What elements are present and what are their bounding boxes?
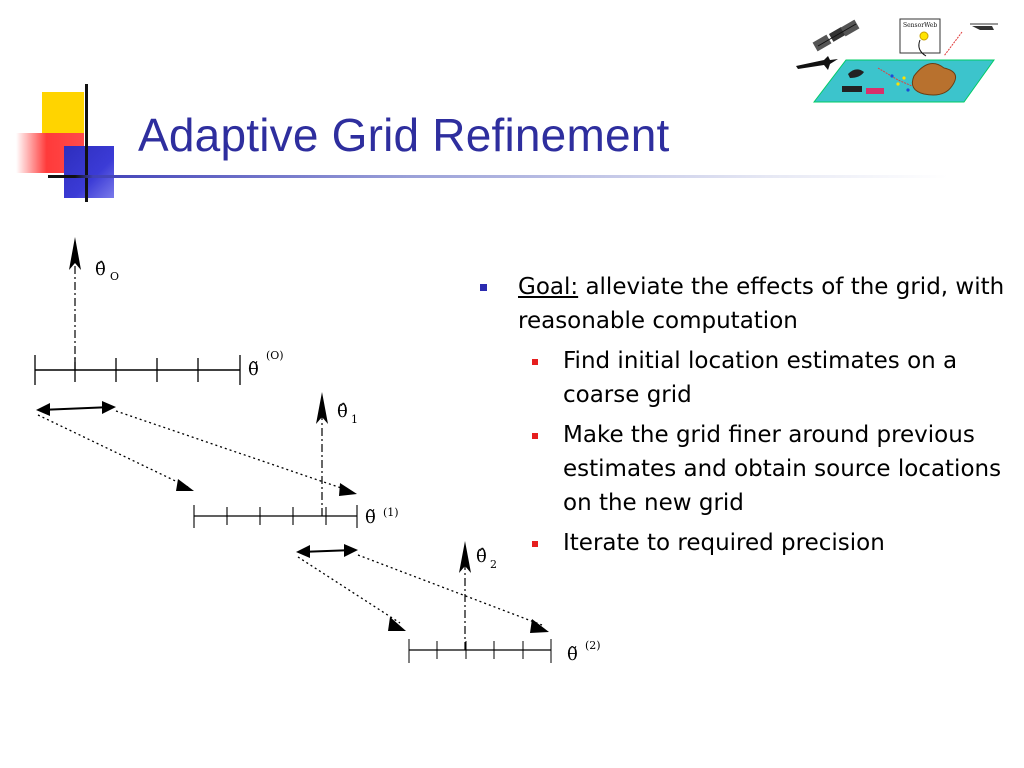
estimate-subscript-1: 1 [351, 413, 358, 426]
sensorweb-label: SensorWeb [903, 22, 937, 29]
estimate-label-1: θ̂ [337, 401, 348, 422]
goal-label: Goal: [518, 274, 579, 300]
goal-text: alleviate the effects of the grid, with … [518, 274, 1005, 334]
sub-bullet-2: Make the grid finer around previous esti… [480, 418, 1010, 520]
projection-lines-1 [297, 554, 549, 633]
estimate-label-0: θ̂ [95, 259, 106, 280]
estimate-subscript-2: 2 [490, 558, 497, 571]
slide-title: Adaptive Grid Refinement [138, 109, 670, 161]
grid-label-0: θ̃ [248, 359, 259, 380]
bullet-marker-red [532, 433, 538, 439]
satellite-icon [812, 19, 860, 52]
bullet-marker-red [532, 359, 538, 365]
decor-blue-square [64, 146, 114, 198]
sub-bullet-text: Iterate to required precision [563, 530, 885, 556]
grid-level-0: θ̂ O θ̃ (O) [34, 237, 284, 385]
estimate-subscript-0: O [110, 270, 119, 283]
helicopter-icon [943, 23, 998, 57]
grid-label-1: θ̃ [365, 507, 376, 528]
interval-arrow-0 [36, 401, 116, 416]
map-panel-icon [812, 59, 995, 103]
bullet-goal: Goal: alleviate the effects of the grid,… [480, 270, 1010, 338]
estimate-arrow-1 [316, 392, 328, 424]
estimate-arrow-0 [69, 237, 81, 270]
grid-level-1: θ̂ 1 θ̃ (1) [193, 392, 399, 528]
grid-level-2: θ̂ 2 θ̃ (2) [408, 541, 601, 665]
sensorweb-box: SensorWeb [899, 18, 941, 57]
grid-superscript-1: (1) [383, 506, 399, 519]
estimate-arrow-2 [459, 541, 471, 573]
grid-refinement-diagram: θ̂ O θ̃ (O) θ̂ 1 θ̃ (1) [34, 237, 601, 665]
bullet-list: Goal: alleviate the effects of the grid,… [480, 270, 1010, 566]
bullet-marker-blue [480, 284, 487, 291]
sub-bullet-text: Make the grid finer around previous esti… [563, 422, 1002, 516]
grid-superscript-2: (2) [585, 639, 601, 652]
decor-yellow-square [42, 92, 84, 134]
sub-bullet-3: Iterate to required precision [480, 526, 1010, 560]
estimate-label-2: θ̂ [476, 546, 487, 567]
interval-arrow-1 [296, 544, 358, 558]
bullet-marker-red [532, 541, 538, 547]
sensorweb-logo: SensorWeb [796, 18, 998, 103]
title-underline [48, 175, 948, 178]
sub-bullet-text: Find initial location estimates on a coa… [563, 348, 958, 408]
grid-label-2: θ̃ [567, 644, 578, 665]
airplane-icon [796, 56, 838, 70]
grid-superscript-0: (O) [266, 349, 284, 362]
sub-bullet-1: Find initial location estimates on a coa… [480, 344, 1010, 412]
decor-vertical-line [85, 84, 88, 202]
projection-lines-0 [37, 410, 357, 496]
